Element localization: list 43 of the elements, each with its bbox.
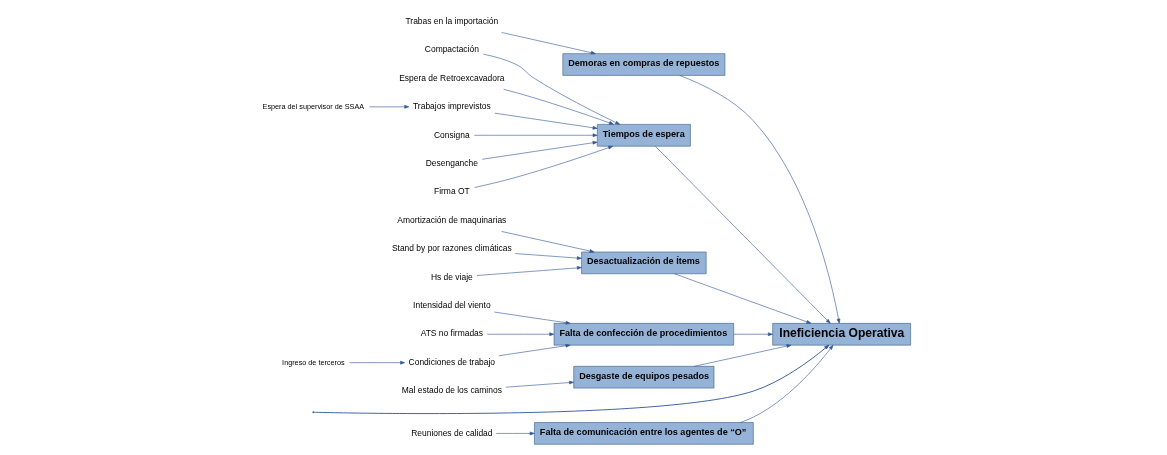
arrow [495, 431, 535, 436]
arrow [481, 141, 597, 160]
node-text: Condiciones de trabajo [408, 356, 495, 367]
arrow [693, 344, 791, 367]
node-text: ATS no firmadas [420, 328, 483, 339]
node-text: Firma OT [433, 186, 470, 197]
arrow [368, 105, 409, 109]
arrow [482, 53, 620, 125]
arrow [500, 231, 594, 253]
arrow [476, 266, 582, 276]
node-text: Compactación [424, 44, 479, 55]
arrow [733, 332, 773, 337]
node-box: Falta de comunicación entre los agentes de “O” [533, 422, 754, 445]
node-text: Hs de viaje [430, 271, 473, 282]
arrow [505, 380, 574, 388]
arrow [498, 344, 570, 357]
arrow [500, 32, 596, 55]
node-text: Mal estado de los caminos [401, 385, 502, 396]
node-text: Amortización de maquinarias [396, 214, 506, 225]
node-text: Intensidad del viento [412, 300, 491, 311]
arrow [494, 112, 597, 130]
arrow [678, 75, 840, 324]
node-text: Trabas en la importación [405, 15, 498, 26]
node-text: Reuniones de calidad [410, 427, 493, 438]
node-box: Desgaste de equipos pesados [572, 366, 714, 389]
node-text: Consigna [433, 129, 470, 140]
arrow [493, 311, 570, 325]
node-text: Trabajos imprevistos [412, 101, 491, 112]
arrow [502, 89, 614, 125]
arrow [739, 344, 833, 423]
arrow [654, 145, 830, 324]
node-text: Desenganche [425, 157, 478, 168]
arrow [473, 133, 597, 138]
arrow [473, 145, 613, 188]
arrow [313, 344, 829, 414]
node-text: Stand by por razones climáticas [391, 243, 512, 254]
arrow [514, 253, 582, 260]
arrow [486, 332, 554, 337]
node-box: Demoras en compras de repuestos [562, 53, 725, 76]
node-box: Tiempos de espera [596, 124, 691, 147]
arrow [348, 360, 405, 365]
node-text: Espera de Retroexcavadora [398, 72, 504, 83]
arrow [673, 273, 811, 324]
